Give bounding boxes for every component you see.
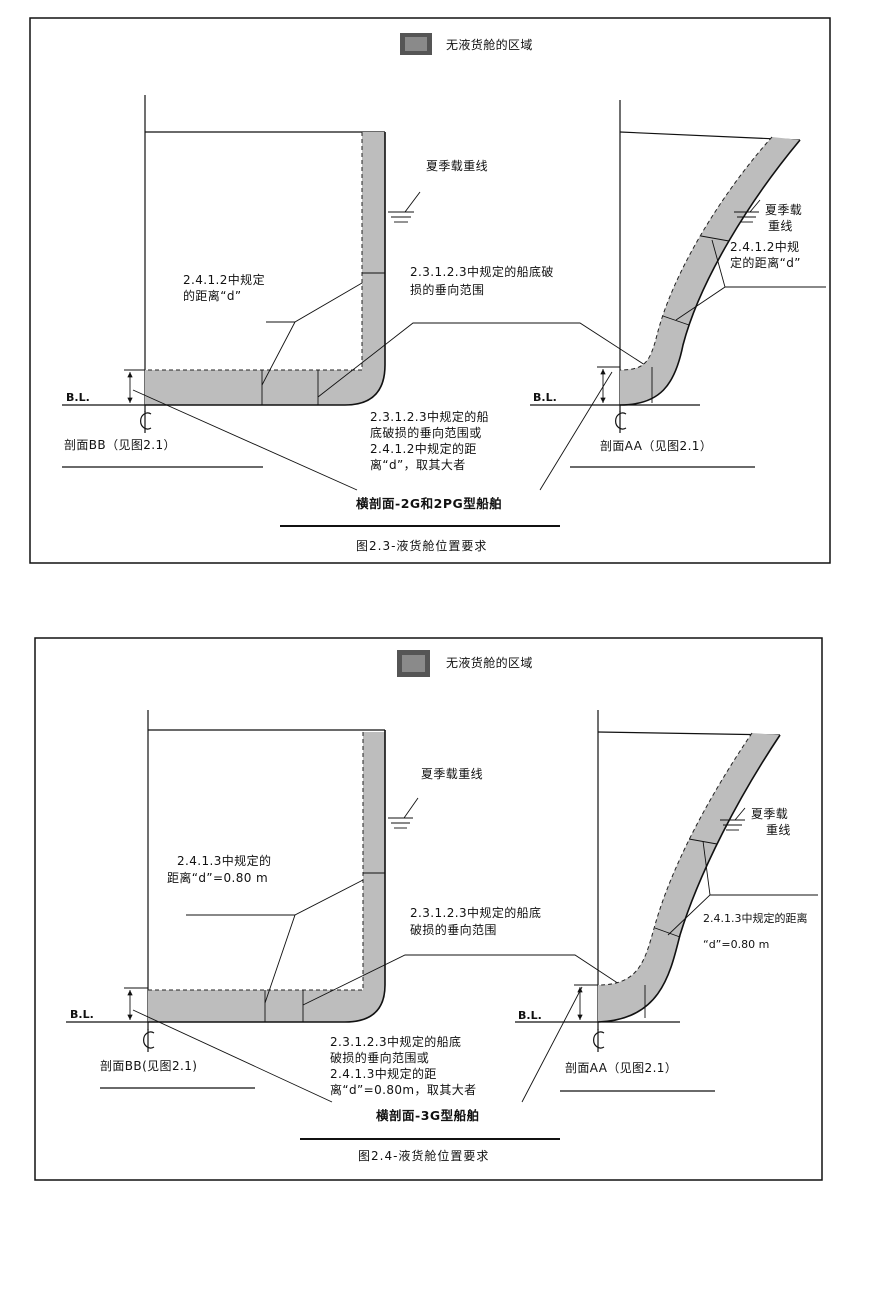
combined-note-line: 破损的垂向范围或 [330,1050,429,1065]
section-bb: 夏季载重线 2.4.1.3中规定的 距离“d”=0.80 m 2.3.1.2.3… [66,710,649,1089]
damage-note-line: 破损的垂向范围 [410,922,497,937]
zone-divider [700,235,730,242]
figure-caption: 图2.4-液货舱位置要求 [358,1148,489,1163]
no-cargo-tank-zone [145,132,385,405]
cargo-tank-boundary [148,732,364,991]
combined-leader [132,389,358,491]
deck-line [597,731,781,736]
waterline-symbol-icon [388,191,421,223]
distance-leader [675,239,826,321]
baseline-label: B.L. [533,391,557,404]
combined-note-line: 离“d”，取其大者 [370,457,466,472]
cargo-tank-boundary [145,132,363,371]
damage-note-line: 2.3.1.2.3中规定的船底 [410,905,541,920]
waterline-symbol-icon [734,199,761,223]
centerline-symbol-icon [615,411,627,433]
legend-swatch-inner [402,655,425,672]
damage-note-line: 损的垂向范围 [410,282,484,297]
no-cargo-tank-zone [148,732,385,1022]
combined-leader [539,371,613,491]
section-title: 横剖面-2G和2PG型船舶 [356,496,502,511]
combined-note: 2.3.1.2.3中规定的船底 破损的垂向范围或 2.4.1.3中规定的距 离“… [132,986,583,1103]
hull-shell [597,734,781,1023]
no-cargo-tank-zone [598,733,780,1022]
section-label: 剖面AA（见图2.1） [565,1061,677,1075]
section-label: 剖面BB(见图2.1) [100,1059,197,1073]
waterline-symbol-icon [720,807,746,831]
cargo-tank-boundary [619,136,773,371]
figure-2-3: 无液货舱的区域 夏季载重线 2.4.1.2中规定 的距离“d” [29,17,831,564]
zone-divider [654,927,681,938]
section-aa: 夏季载 重线 2.4.1.2中规 定的距离“d” B.L. 剖面AA（见图2.1… [530,100,826,468]
legend-label: 无液货舱的区域 [446,655,533,670]
distance-note-line: 2.4.1.2中规 [730,239,800,254]
baseline-label: B.L. [518,1009,542,1022]
zone-divider [662,315,690,326]
section-bb: 夏季载重线 2.4.1.2中规定 的距离“d” 2.3.1.2.3中规定的船底破… [62,95,666,468]
combined-note-line: 离“d”=0.80m，取其大者 [330,1082,477,1097]
summer-load-line-label: 重线 [768,219,793,233]
legend-label: 无液货舱的区域 [446,37,533,52]
section-label: 剖面BB（见图2.1） [64,438,176,452]
centerline-symbol-icon [143,1029,155,1052]
baseline-label: B.L. [70,1008,94,1021]
distance-note-line: 2.4.1.3中规定的 [177,853,271,868]
distance-leader [261,282,363,386]
combined-note: 2.3.1.2.3中规定的船 底破损的垂向范围或 2.4.1.2中规定的距 离“… [132,371,613,491]
figure-caption: 图2.3-液货舱位置要求 [356,538,487,553]
combined-leader [132,1009,333,1103]
no-cargo-tank-zone [620,137,800,405]
distance-leader [667,840,818,936]
damage-note-line: 2.3.1.2.3中规定的船底破 [410,264,554,279]
damage-leader [302,954,649,1006]
combined-note-line: 2.3.1.2.3中规定的船底 [330,1034,461,1049]
distance-note-line: “d”=0.80 m [703,938,769,951]
centerline-symbol-icon [140,411,152,433]
hull-shell [619,139,801,406]
section-label: 剖面AA（见图2.1） [600,439,712,453]
distance-note-line: 2.4.1.3中规定的距离 [703,911,807,925]
figure-frame [34,637,823,1181]
distance-note-line: 2.4.1.2中规定 [183,272,265,287]
section-title: 横剖面-3G型船舶 [376,1108,480,1123]
combined-note-line: 2.4.1.2中规定的距 [370,441,477,456]
baseline-label: B.L. [66,391,90,404]
distance-leader [186,879,364,1004]
figure-frame [29,17,831,564]
legend-swatch-inner [405,37,427,51]
summer-load-line-label: 夏季载 [751,807,788,821]
hull-shell [145,132,386,406]
figure-2-4: 无液货舱的区域 夏季载重线 2.4.1.3中规定的 距离“d”=0.80 m [34,637,823,1181]
summer-load-line-label: 夏季载重线 [426,159,488,173]
section-aa: 夏季载 重线 2.4.1.3中规定的距离 “d”=0.80 m B.L. 剖面A… [515,710,818,1092]
combined-note-line: 2.3.1.2.3中规定的船 [370,409,489,424]
distance-note-line: 距离“d”=0.80 m [167,870,268,885]
damage-leader [317,322,666,398]
centerline-symbol-icon [593,1029,605,1052]
hull-shell [148,730,386,1023]
legend: 无液货舱的区域 [400,33,533,55]
distance-note-line: 定的距离“d” [730,255,801,270]
distance-note-line: 的距离“d” [183,288,241,303]
waterline-symbol-icon [388,797,419,829]
summer-load-line-label: 重线 [766,823,791,837]
cargo-tank-boundary [597,732,753,986]
combined-leader [521,986,583,1103]
combined-note-line: 底破损的垂向范围或 [370,425,482,440]
summer-load-line-label: 夏季载 [765,203,802,217]
combined-note-line: 2.4.1.3中规定的距 [330,1066,437,1081]
legend: 无液货舱的区域 [397,650,533,677]
summer-load-line-label: 夏季载重线 [421,767,483,781]
